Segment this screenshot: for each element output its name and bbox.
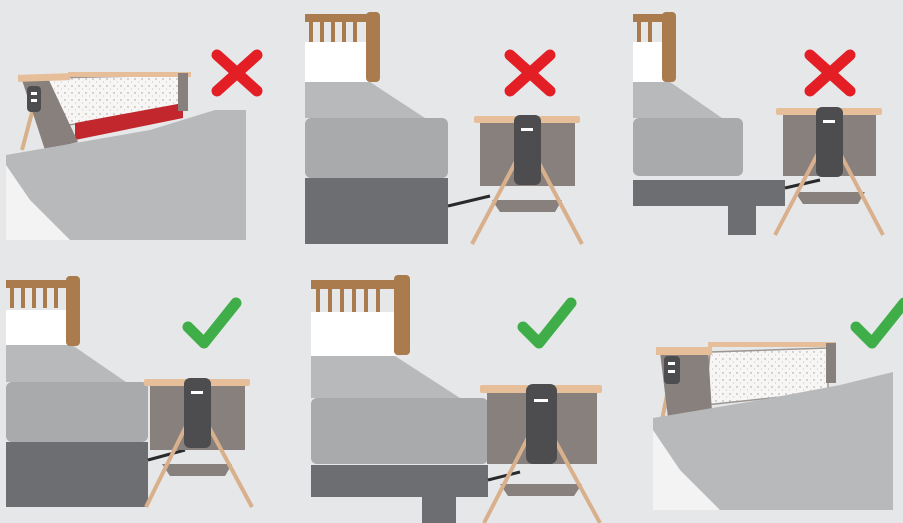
mattress (633, 118, 743, 176)
crib-base-tray (162, 464, 232, 476)
crib-base-tray (492, 200, 562, 212)
bed-leg (728, 205, 756, 235)
bed-leg (422, 495, 456, 523)
pillow (305, 42, 373, 82)
panel-crib-level-with-mattress-raised-bed (311, 275, 602, 523)
bed (305, 12, 448, 244)
cross-icon (810, 55, 850, 91)
attachment-strap (488, 472, 520, 480)
cross-icon (510, 55, 550, 91)
check-icon (523, 303, 571, 343)
panel-crib-level-with-mattress-level-floor (6, 276, 252, 507)
check-icon (856, 303, 903, 343)
cross-icon (217, 55, 257, 91)
crib (480, 384, 602, 523)
panel-crib-lower-than-mattress-level-floor (305, 12, 582, 244)
pillow (311, 312, 396, 356)
bed-base (6, 442, 148, 507)
panel-crib-lower-than-mattress-raised-bed (633, 12, 883, 235)
attachment-strap (448, 196, 490, 206)
crib (775, 107, 883, 235)
crib-rim (656, 347, 712, 355)
crib-hub (514, 115, 541, 185)
crib (144, 378, 252, 507)
bed (633, 12, 785, 235)
pillow (633, 42, 667, 82)
bed-base (311, 465, 488, 497)
bed (311, 275, 488, 523)
attachment-strap (148, 450, 185, 460)
bed (6, 276, 148, 507)
crib-hub (526, 384, 557, 464)
panel-crib-attached-level-with-mattress (653, 303, 903, 510)
panel-crib-tilted-on-bed (6, 55, 257, 240)
crib-base-tray (795, 192, 865, 204)
crib-hub (816, 107, 843, 177)
check-icon (188, 303, 236, 343)
mattress (305, 118, 448, 178)
crib (472, 115, 582, 244)
pillow (6, 310, 70, 345)
bed-base (633, 180, 785, 206)
crib-rim (68, 72, 191, 77)
crib-hub (184, 378, 211, 448)
mattress (311, 398, 488, 464)
mattress (6, 382, 148, 442)
bed-base (305, 178, 448, 244)
crib-base-tray (500, 484, 582, 496)
